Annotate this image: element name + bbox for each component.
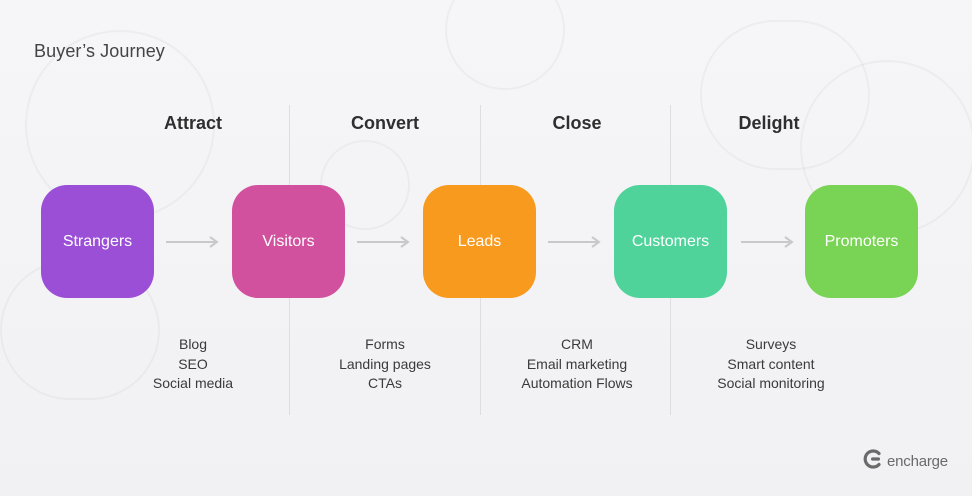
- node-customers: Customers: [614, 185, 727, 298]
- tool-item: Email marketing: [526, 355, 628, 372]
- node-label: Strangers: [62, 232, 133, 250]
- tool-item: Social media: [152, 375, 234, 391]
- tool-item: Automation Flows: [521, 375, 633, 391]
- stage-label-delight: Delight: [738, 113, 800, 133]
- tool-item: CTAs: [368, 375, 402, 391]
- tool-item: SEO: [178, 355, 208, 372]
- tool-item: Smart content: [727, 355, 815, 372]
- background-shape: [445, 0, 565, 90]
- diagram-title: Buyer’s Journey: [34, 41, 165, 61]
- tool-item: CRM: [561, 336, 593, 352]
- tools-close: CRM Email marketing Automation Flows: [492, 335, 662, 394]
- node-promoters: Promoters: [805, 185, 918, 298]
- stage-label-attract: Attract: [163, 113, 222, 133]
- stage-label-close: Close: [552, 113, 602, 133]
- stage-label-convert: Convert: [350, 113, 419, 133]
- tools-attract: Blog SEO Social media: [108, 335, 278, 394]
- encharge-logo-icon: [862, 448, 884, 475]
- tool-item: Blog: [178, 336, 208, 352]
- node-label: Customers: [631, 232, 710, 250]
- node-strangers: Strangers: [41, 185, 154, 298]
- tool-item: Surveys: [745, 336, 797, 352]
- node-visitors: Visitors: [232, 185, 345, 298]
- node-label: Leads: [457, 232, 502, 250]
- tool-item: Forms: [365, 336, 405, 352]
- arrow-right-icon: [548, 236, 602, 248]
- node-leads: Leads: [423, 185, 536, 298]
- arrow-right-icon: [166, 236, 220, 248]
- brand-logo: encharge: [862, 448, 948, 475]
- tool-item: Social monitoring: [717, 375, 825, 391]
- arrow-right-icon: [741, 236, 795, 248]
- arrow-right-icon: [357, 236, 411, 248]
- node-label: Promoters: [824, 232, 899, 250]
- tools-convert: Forms Landing pages CTAs: [300, 335, 470, 394]
- tools-delight: Surveys Smart content Social monitoring: [686, 335, 856, 394]
- tool-item: Landing pages: [339, 355, 431, 372]
- node-label: Visitors: [262, 232, 315, 250]
- brand-name: encharge: [887, 452, 948, 470]
